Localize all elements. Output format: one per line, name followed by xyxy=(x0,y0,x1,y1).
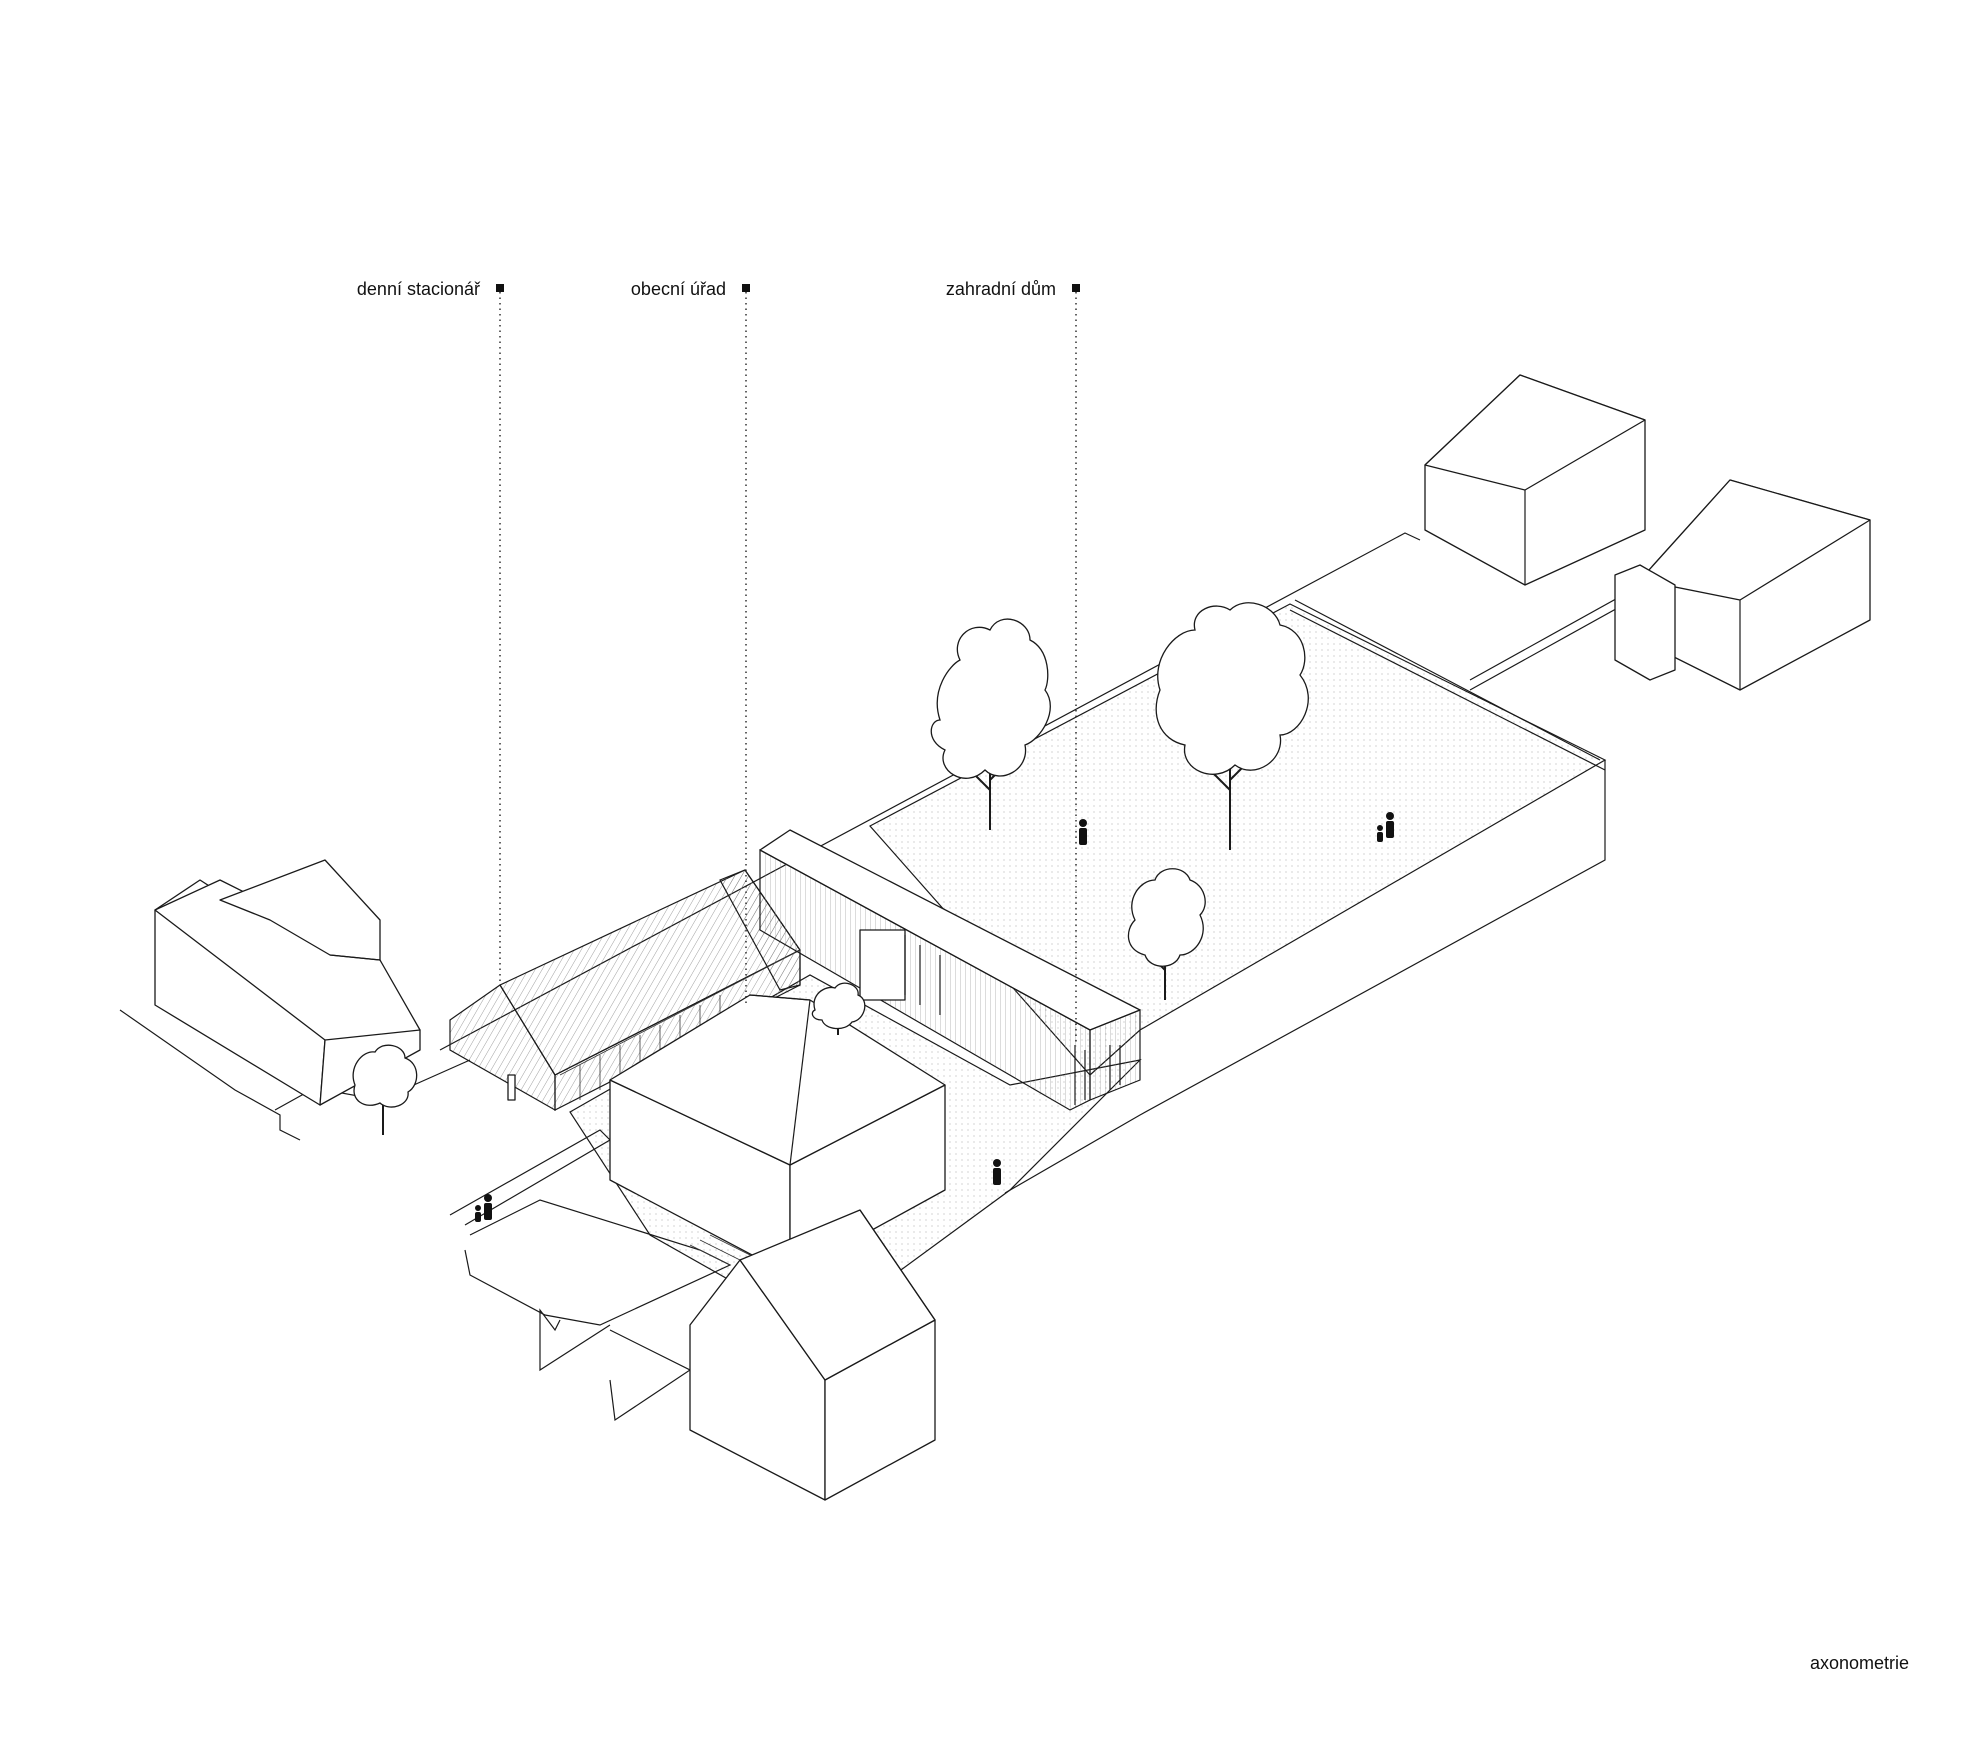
street-edge-left-2 xyxy=(449,1129,611,1226)
house-back-2-roof xyxy=(1639,479,1871,601)
urad-roof xyxy=(609,994,946,1166)
tree-icon xyxy=(811,982,866,1035)
leader-obecni-urad xyxy=(742,284,750,1005)
square-marker-icon xyxy=(742,284,750,292)
label-obecni-urad: obecní úřad xyxy=(630,279,726,299)
street-edge-left xyxy=(119,1009,301,1141)
square-marker-icon xyxy=(496,284,504,292)
house-back-1-roof xyxy=(1424,374,1646,491)
person-icon xyxy=(475,1194,492,1222)
garden-back-wall-inner xyxy=(1289,609,1606,771)
tree-icon xyxy=(1127,868,1206,1000)
zahradni-passage xyxy=(859,929,906,1001)
plot-wall-south xyxy=(1004,760,1606,1194)
entrance-steps xyxy=(689,1234,751,1266)
tree-icon xyxy=(930,618,1051,830)
person-icon xyxy=(1377,812,1394,842)
tree-icon xyxy=(352,1044,418,1135)
zahradni-openings xyxy=(859,929,1121,1105)
leader-zahradni-dum xyxy=(1072,284,1080,1045)
front-path xyxy=(539,1308,611,1372)
zahradni-end-wall xyxy=(1089,1009,1141,1101)
front-yard xyxy=(464,1199,732,1326)
label-denni-stacionar: denní stacionář xyxy=(356,279,480,299)
front-lane xyxy=(609,1329,692,1422)
garden-back-wall xyxy=(1294,599,1601,761)
drawing-title: axonometrie xyxy=(1810,1653,1910,1673)
square-marker-icon xyxy=(1072,284,1080,292)
neighbour-house-back-2 xyxy=(1614,479,1871,691)
neighbour-house-back-1 xyxy=(1424,374,1646,586)
label-zahradni-dum: zahradní dům xyxy=(945,279,1056,299)
person-icon xyxy=(1079,819,1087,845)
zahradni-front-wall xyxy=(759,848,1091,1111)
building-zahradni-dum xyxy=(759,829,1141,1111)
neighbour-house-front xyxy=(689,1209,936,1501)
stacionar-door xyxy=(507,1074,516,1101)
leader-denni-stacionar xyxy=(496,284,504,985)
person-icon xyxy=(993,1159,1001,1185)
tree-icon xyxy=(1155,602,1309,850)
house-back-2-shed xyxy=(1614,564,1676,681)
